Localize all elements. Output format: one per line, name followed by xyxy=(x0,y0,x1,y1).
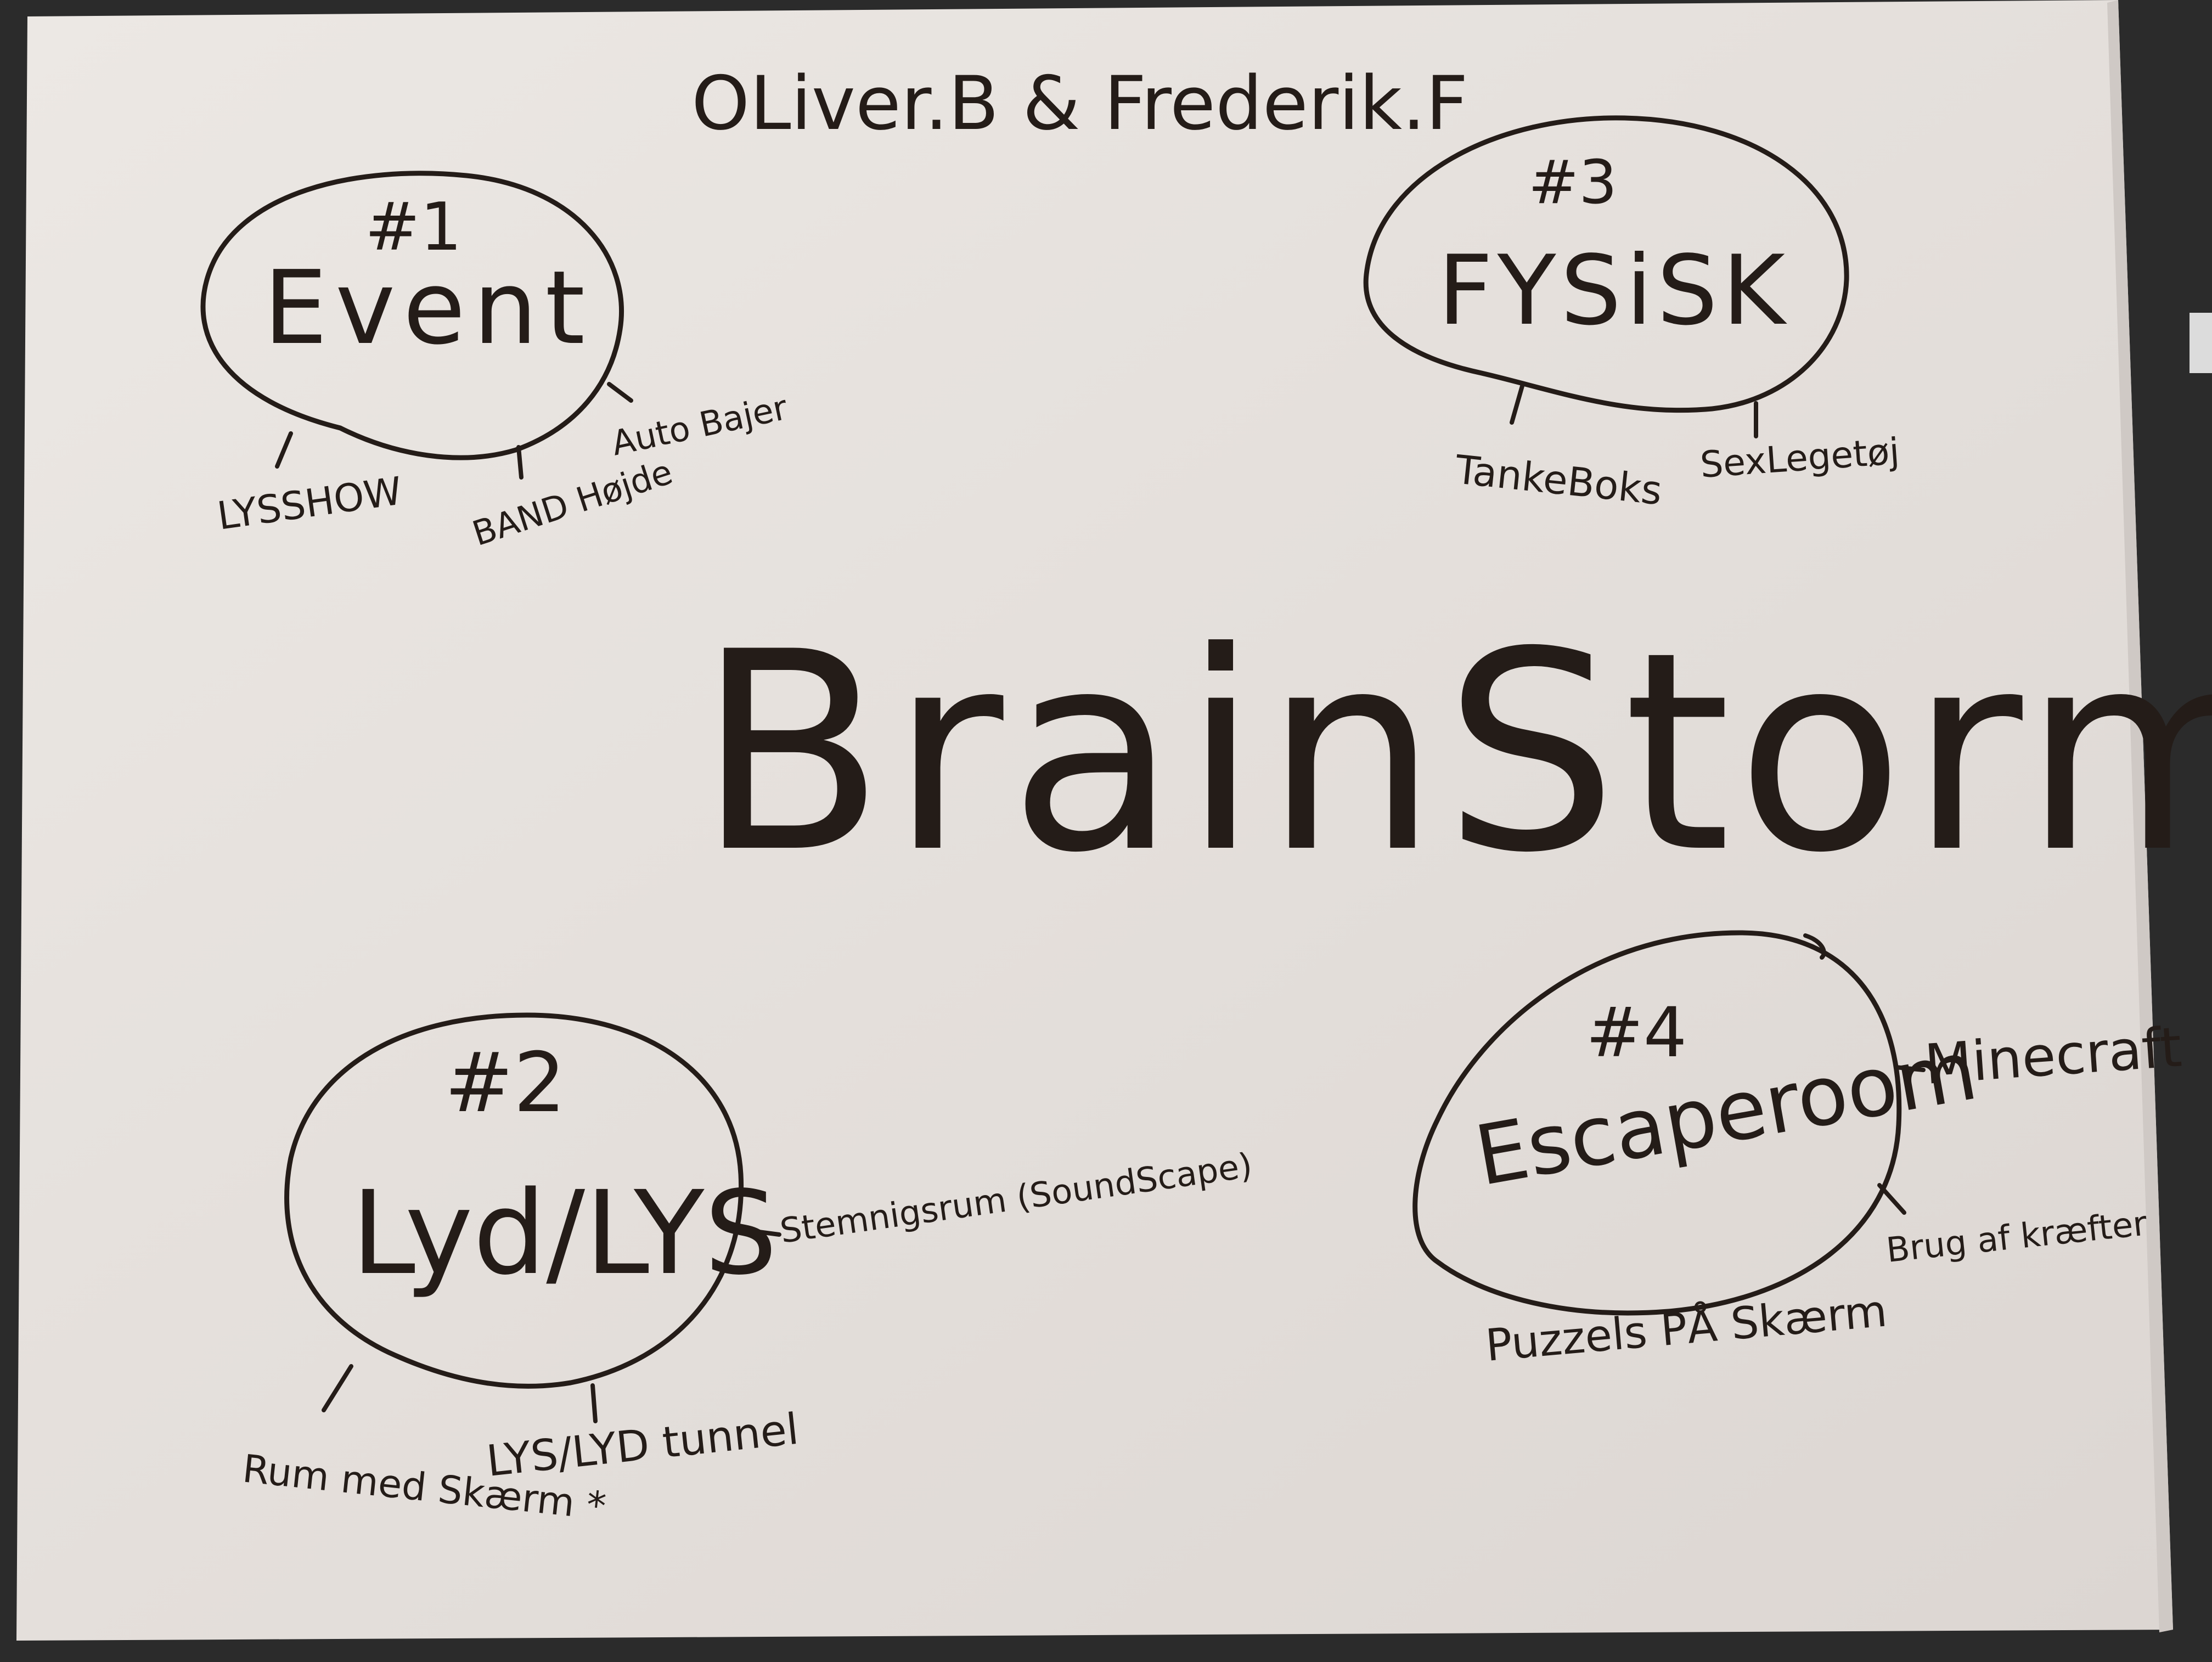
bubble-lyd-lys-outline xyxy=(284,1012,744,1389)
bubble-escaperoom-outline xyxy=(1412,930,1902,1316)
whiteboard-sheet xyxy=(16,0,2173,1641)
branch-line-auto xyxy=(607,382,633,403)
object-edge xyxy=(2190,313,2212,373)
bubble-event-outline xyxy=(200,171,624,460)
bubble-fysisk-number: #3 xyxy=(1528,147,1617,217)
bubble-event-label: Event xyxy=(263,249,593,367)
bubble-fysisk-label: FYSiSK xyxy=(1438,235,1789,347)
bubble-escaperoom-number: #4 xyxy=(1586,993,1687,1073)
branch-line-minecraft xyxy=(1894,1065,1926,1072)
branch-line-rum xyxy=(322,1364,353,1412)
bubble-lyd-lys-number: #2 xyxy=(444,1035,566,1131)
branch-line-band xyxy=(516,445,524,480)
branch-line-tunnel xyxy=(590,1383,598,1423)
whiteboard-edge xyxy=(2107,0,2173,1632)
bubble-event-number: #1 xyxy=(365,189,462,266)
branch-line-kraefter xyxy=(1877,1183,1906,1215)
authors-text: OLiver.B & Frederik.F xyxy=(691,60,1468,147)
bubble-lyd-lys-label: Lyd/LYS xyxy=(351,1166,778,1300)
branch-line-lysshow xyxy=(275,431,293,469)
bubble-fysisk: #3 FYSiSK TankeBoks SexLegetøj xyxy=(1363,115,1901,514)
bubble-escaperoom-tail xyxy=(1803,933,1826,960)
branch-line-stemnigsrum xyxy=(736,1227,781,1237)
branch-line-tankeboks xyxy=(1510,382,1525,425)
brainstorm-title: BrainStorm xyxy=(697,593,2212,912)
bubble-fysisk-outline xyxy=(1363,115,1849,413)
